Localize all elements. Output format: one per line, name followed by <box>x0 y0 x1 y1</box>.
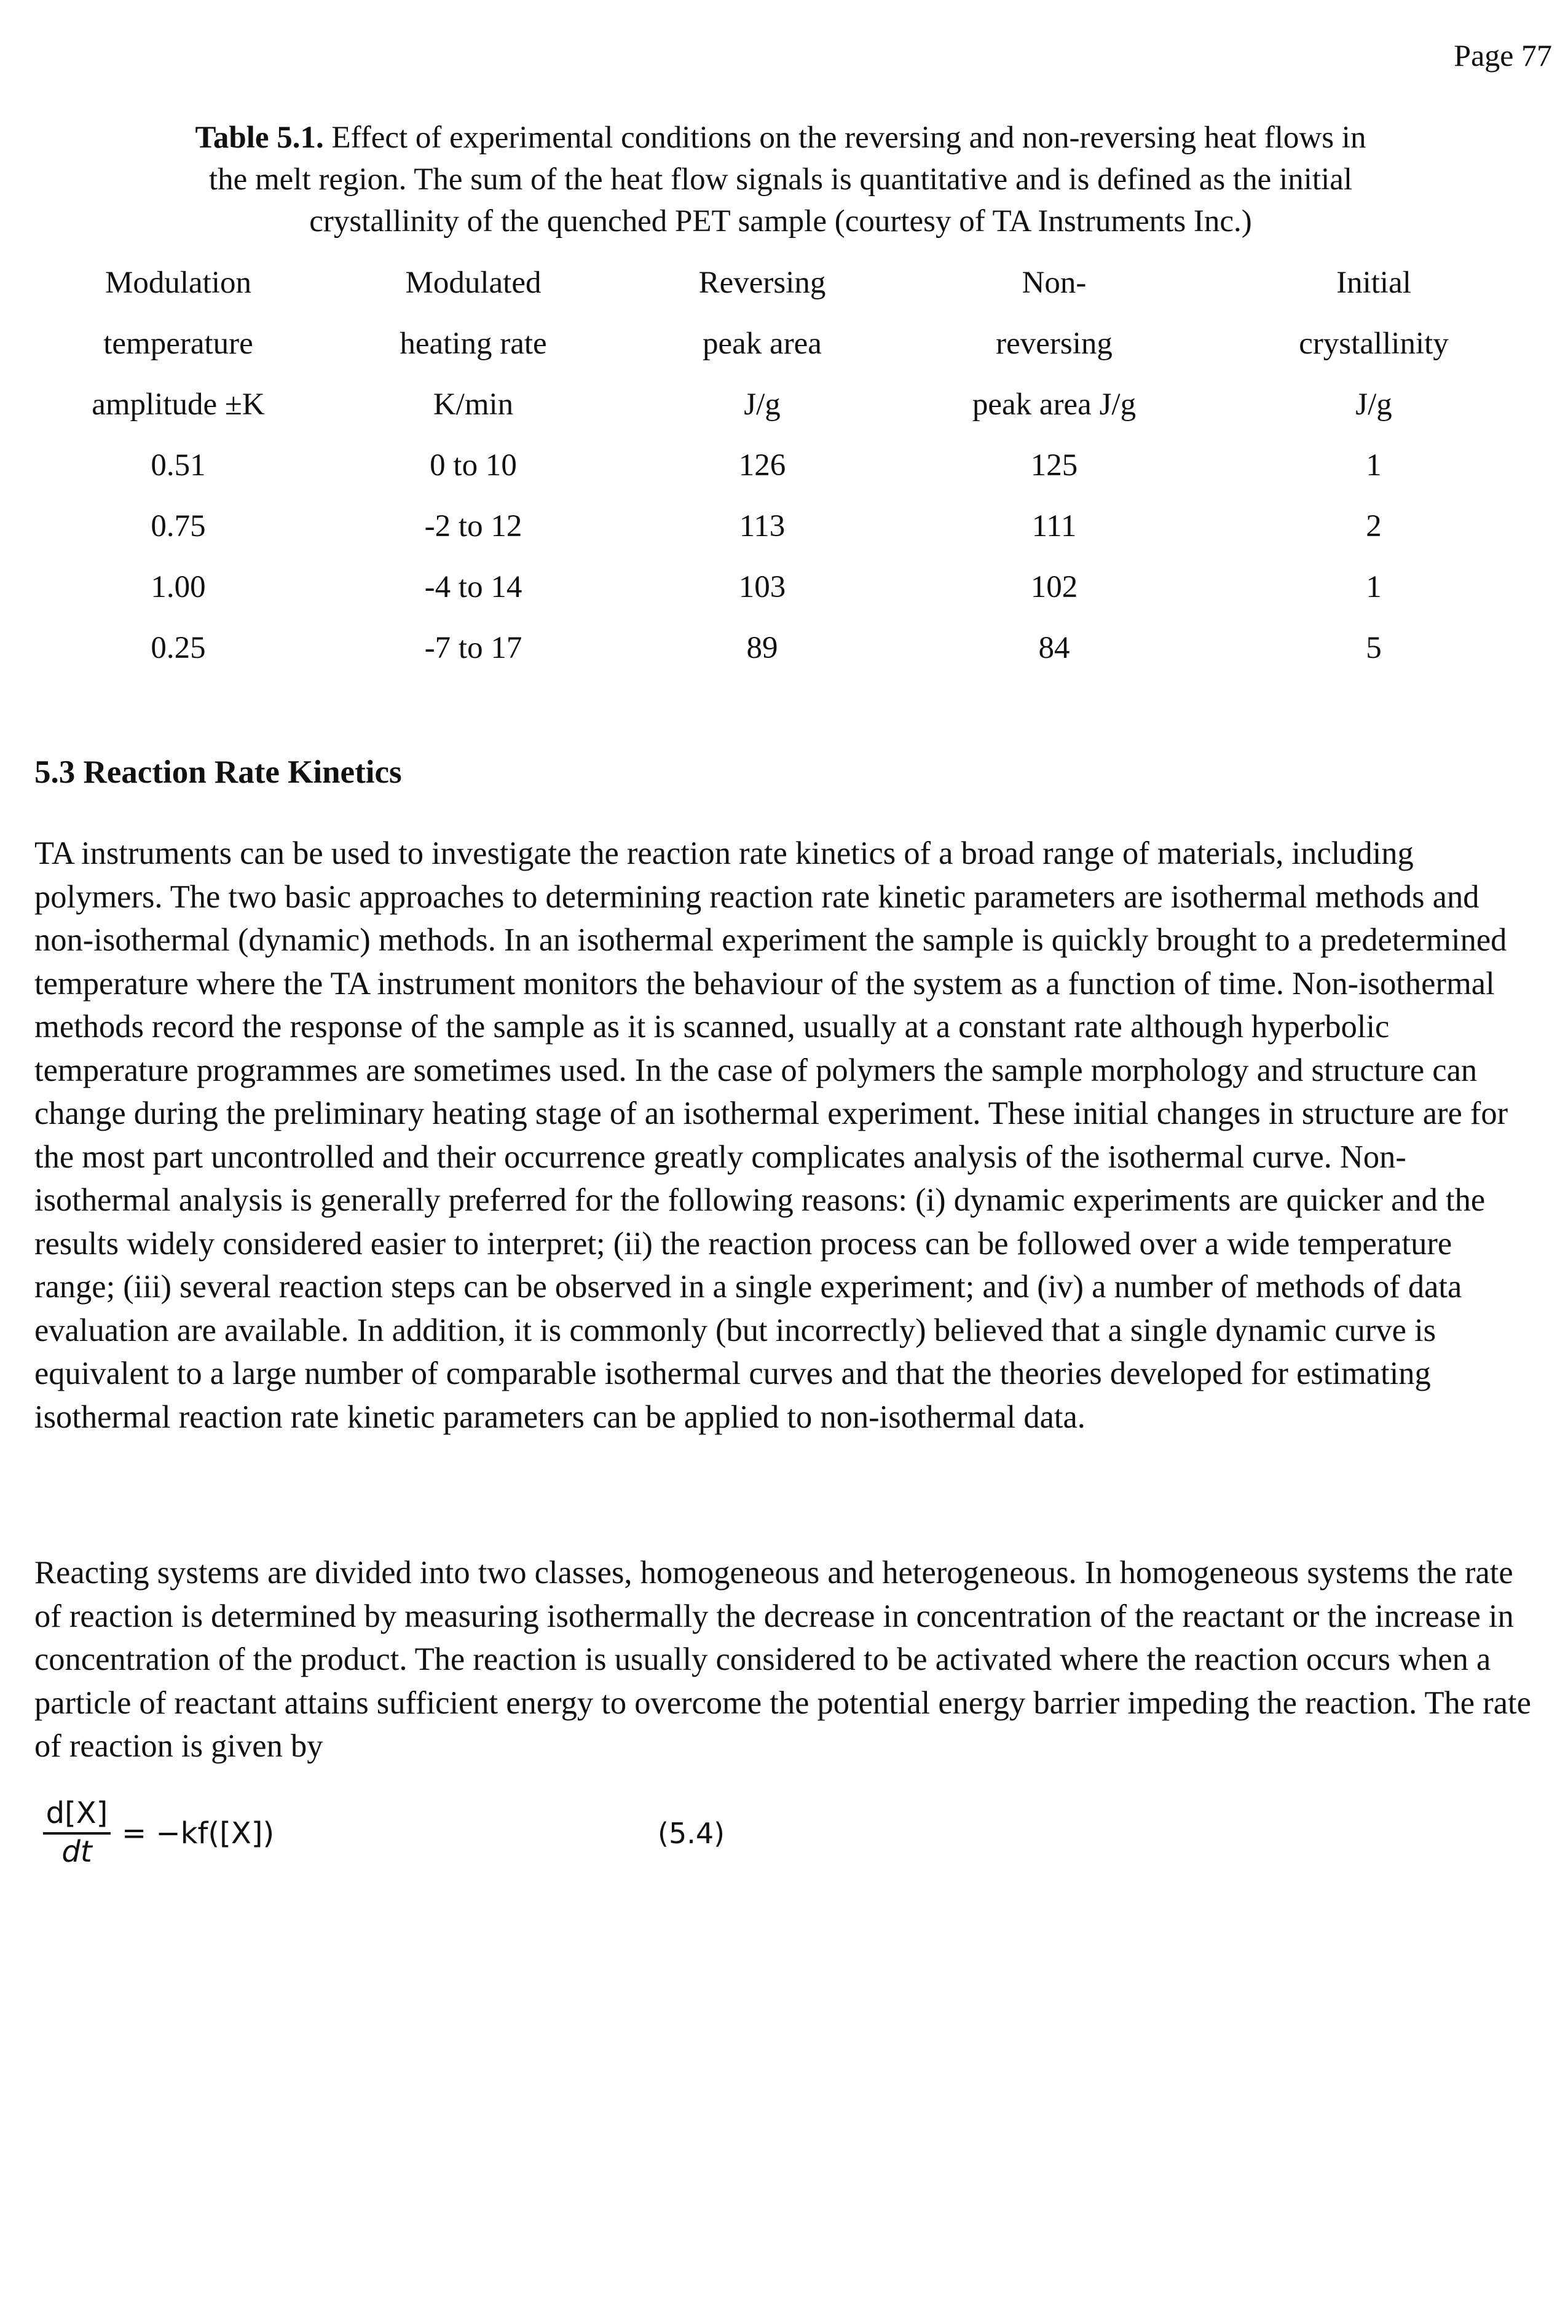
table-cell: 0.25 <box>151 630 206 665</box>
table-cell: 1.00 <box>151 569 206 604</box>
paragraph-1: TA instruments can be used to investigat… <box>34 836 1508 1435</box>
header-cell: Initial <box>1336 265 1411 300</box>
table-cell: 5 <box>1366 630 1382 665</box>
header-cell: Reversing <box>698 265 826 300</box>
table-cell: 0.51 <box>151 448 206 483</box>
table-cell: 125 <box>1030 448 1078 483</box>
equation-fraction: d[X] dt <box>43 1795 111 1868</box>
page-number: Page 77 <box>1454 38 1552 73</box>
header-cell: J/g <box>744 387 781 422</box>
table-cell: 102 <box>1030 569 1078 604</box>
paragraph-2: Reacting systems are divided into two cl… <box>34 1555 1531 1764</box>
header-cell: peak area J/g <box>972 387 1137 422</box>
table-row: 0.51 0 to 10 126 125 1 <box>31 435 1543 496</box>
table-cell: 1 <box>1366 569 1382 604</box>
header-cell: reversing <box>996 326 1113 361</box>
table-cell: 1 <box>1366 448 1382 483</box>
header-cell: Modulation <box>105 265 251 300</box>
table-cell: 2 <box>1366 508 1382 543</box>
table-caption-label: Table 5.1. <box>195 121 324 155</box>
table-header-row: Modulation Modulated Reversing Non- Init… <box>31 252 1543 313</box>
table-caption: Table 5.1. Effect of experimental condit… <box>172 117 1389 242</box>
table-cell: -7 to 17 <box>424 630 522 665</box>
fraction-bar <box>43 1832 111 1835</box>
table-cell: 126 <box>738 448 786 483</box>
header-cell: J/g <box>1355 387 1392 422</box>
equation-rhs: = −kf([X]) <box>122 1816 275 1851</box>
table-header-row: amplitude ±K K/min J/g peak area J/g J/g <box>31 374 1543 435</box>
header-cell: Non- <box>1022 265 1087 300</box>
equation-number: (5.4) <box>658 1817 725 1850</box>
header-cell: crystallinity <box>1299 326 1449 361</box>
equation-5-4: d[X] dt = −kf([X]) (5.4) <box>43 1795 842 1869</box>
table-caption-text: Effect of experimental conditions on the… <box>208 121 1366 239</box>
header-cell: Modulated <box>405 265 542 300</box>
table-cell: -2 to 12 <box>424 508 522 543</box>
equation-numerator: d[X] <box>45 1796 108 1830</box>
table-row: 1.00 -4 to 14 103 102 1 <box>31 556 1543 617</box>
table-cell: 84 <box>1038 630 1070 665</box>
table-cell: 111 <box>1031 508 1077 543</box>
header-cell: temperature <box>103 326 253 361</box>
table-cell: -4 to 14 <box>424 569 522 604</box>
crystallinity-table: Modulation Modulated Reversing Non- Init… <box>31 252 1543 678</box>
table-cell: 103 <box>738 569 786 604</box>
header-cell: peak area <box>703 326 822 361</box>
table-row: 0.75 -2 to 12 113 111 2 <box>31 496 1543 556</box>
table-cell: 113 <box>739 508 786 543</box>
table-cell: 89 <box>746 630 778 665</box>
section-heading: 5.3 Reaction Rate Kinetics <box>34 754 402 790</box>
table-cell: 0 to 10 <box>430 448 517 483</box>
header-cell: K/min <box>433 387 514 422</box>
table-header-row: temperature heating rate peak area rever… <box>31 313 1543 374</box>
equation-denominator: dt <box>61 1835 92 1869</box>
header-cell: amplitude ±K <box>92 387 265 422</box>
table-row: 0.25 -7 to 17 89 84 5 <box>31 617 1543 678</box>
header-cell: heating rate <box>400 326 547 361</box>
table-cell: 0.75 <box>151 508 206 543</box>
